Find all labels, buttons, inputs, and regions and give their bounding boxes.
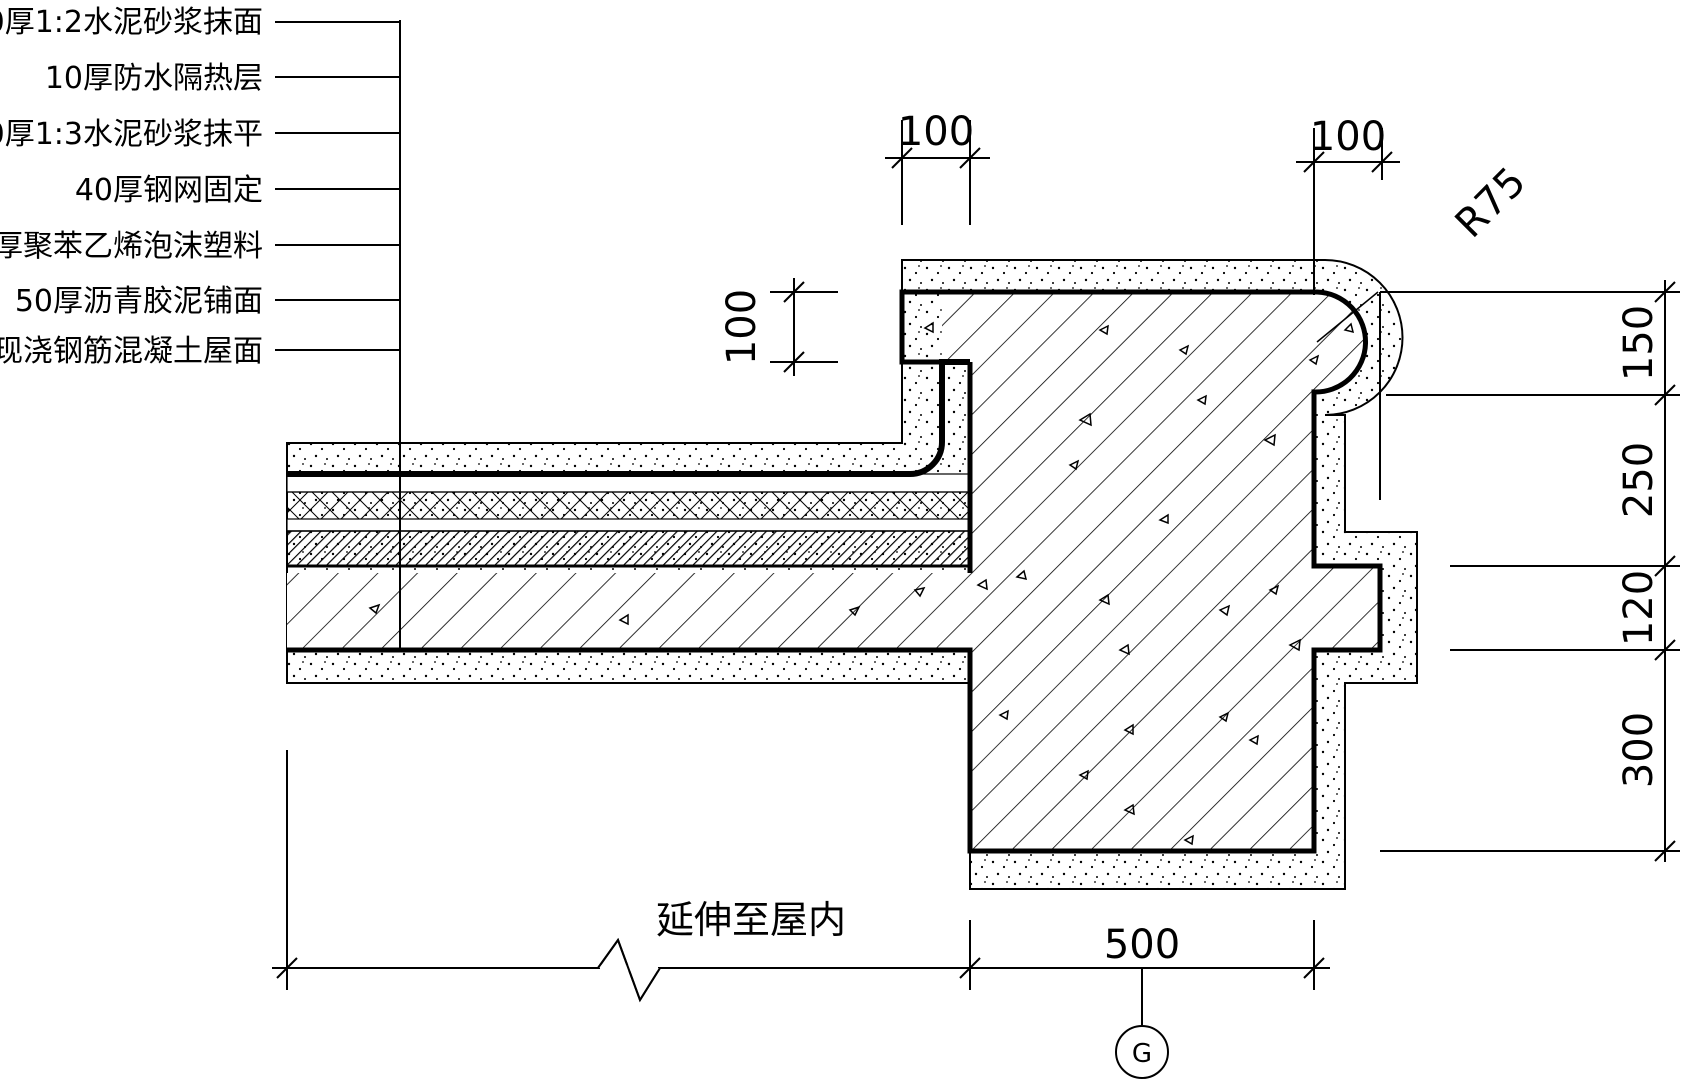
dim-right-value-120: 120 xyxy=(1616,570,1662,646)
layer-label-5: 20厚聚苯乙烯泡沫塑料 xyxy=(0,229,263,264)
grid-axis-label: G xyxy=(1132,1039,1152,1069)
asphalt-layer xyxy=(286,530,971,567)
dim-bottom-value: 500 xyxy=(1104,922,1180,968)
dim-top-right-value: 100 xyxy=(1310,114,1386,160)
leveling-layer xyxy=(286,518,971,532)
dim-right-vertical xyxy=(1379,280,1680,862)
dim-left-vertical-value: 100 xyxy=(719,289,765,365)
concrete-hatching xyxy=(287,292,1380,851)
layer-label-7: 现浇钢筋混凝土屋面 xyxy=(0,334,263,369)
dim-bottom xyxy=(272,750,1330,990)
layer-label-2: 10厚防水隔热层 xyxy=(45,61,263,96)
dim-top-left-value: 100 xyxy=(898,109,974,155)
layer-label-4: 40厚钢网固定 xyxy=(75,173,263,208)
break-symbol-line xyxy=(597,937,661,1003)
radius-leader xyxy=(1316,291,1379,343)
layer-label-1: 50厚1:2水泥砂浆抹面 xyxy=(0,5,263,40)
extend-indoor-note: 延伸至屋内 xyxy=(656,898,846,942)
dim-right-value-300: 300 xyxy=(1616,712,1662,788)
dim-right-value-150: 150 xyxy=(1616,305,1662,381)
dim-left-vertical xyxy=(770,278,838,376)
concrete-outline xyxy=(287,289,1383,854)
layer-label-6: 50厚沥青胶泥铺面 xyxy=(15,284,263,319)
layer-leader-lines xyxy=(275,21,400,351)
concrete-aggregate-marks xyxy=(368,321,1355,846)
grid-axis-bubble xyxy=(1115,1025,1169,1079)
layer-label-3: 20厚1:3水泥砂浆抹平 xyxy=(0,117,263,152)
radius-label: R75 xyxy=(1447,159,1535,247)
dim-top-left xyxy=(885,120,990,225)
dim-top-right xyxy=(1296,128,1400,295)
membrane-line xyxy=(287,359,970,477)
dim-right-value-250: 250 xyxy=(1616,442,1662,518)
